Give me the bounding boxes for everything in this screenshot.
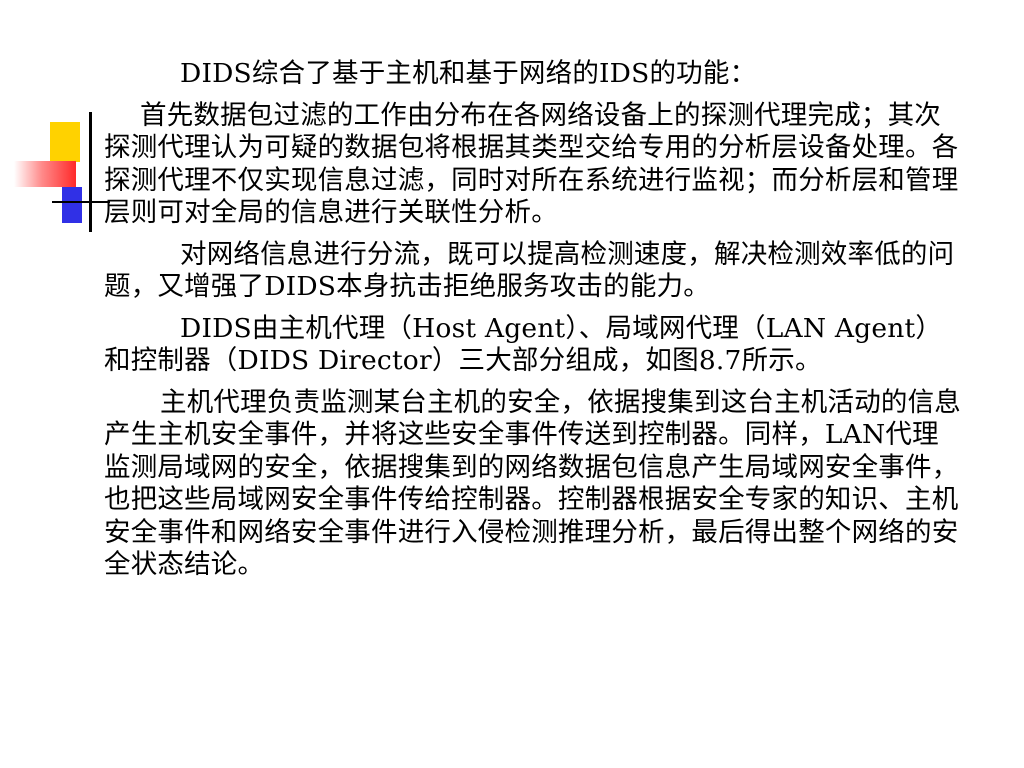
paragraph-filtering: 首先数据包过滤的工作由分布在各网络设备上的探测代理完成；其次探测代理认为可疑的数…	[104, 99, 959, 229]
horizontal-line-decoration	[52, 201, 110, 203]
corner-decoration	[0, 0, 110, 240]
paragraph-components: DIDS由主机代理（Host Agent）、局域网代理（LAN Agent）和控…	[104, 312, 943, 377]
paragraph-distribution: 对网络信息进行分流，既可以提高检测速度，解决检测效率低的问题，又增强了DIDS本…	[104, 238, 955, 303]
slide-body-text: DIDS综合了基于主机和基于网络的IDS的功能： 首先数据包过滤的工作由分布在各…	[104, 58, 964, 591]
vertical-line-decoration	[89, 112, 92, 232]
yellow-square-decoration	[50, 122, 80, 162]
paragraph-host-agent: 主机代理负责监测某台主机的安全，依据搜集到这台主机活动的信息产生主机安全事件，并…	[104, 386, 961, 581]
paragraph-dids-intro: DIDS综合了基于主机和基于网络的IDS的功能：	[180, 58, 757, 89]
red-gradient-bar-decoration	[14, 161, 76, 187]
blue-square-decoration	[62, 187, 82, 223]
